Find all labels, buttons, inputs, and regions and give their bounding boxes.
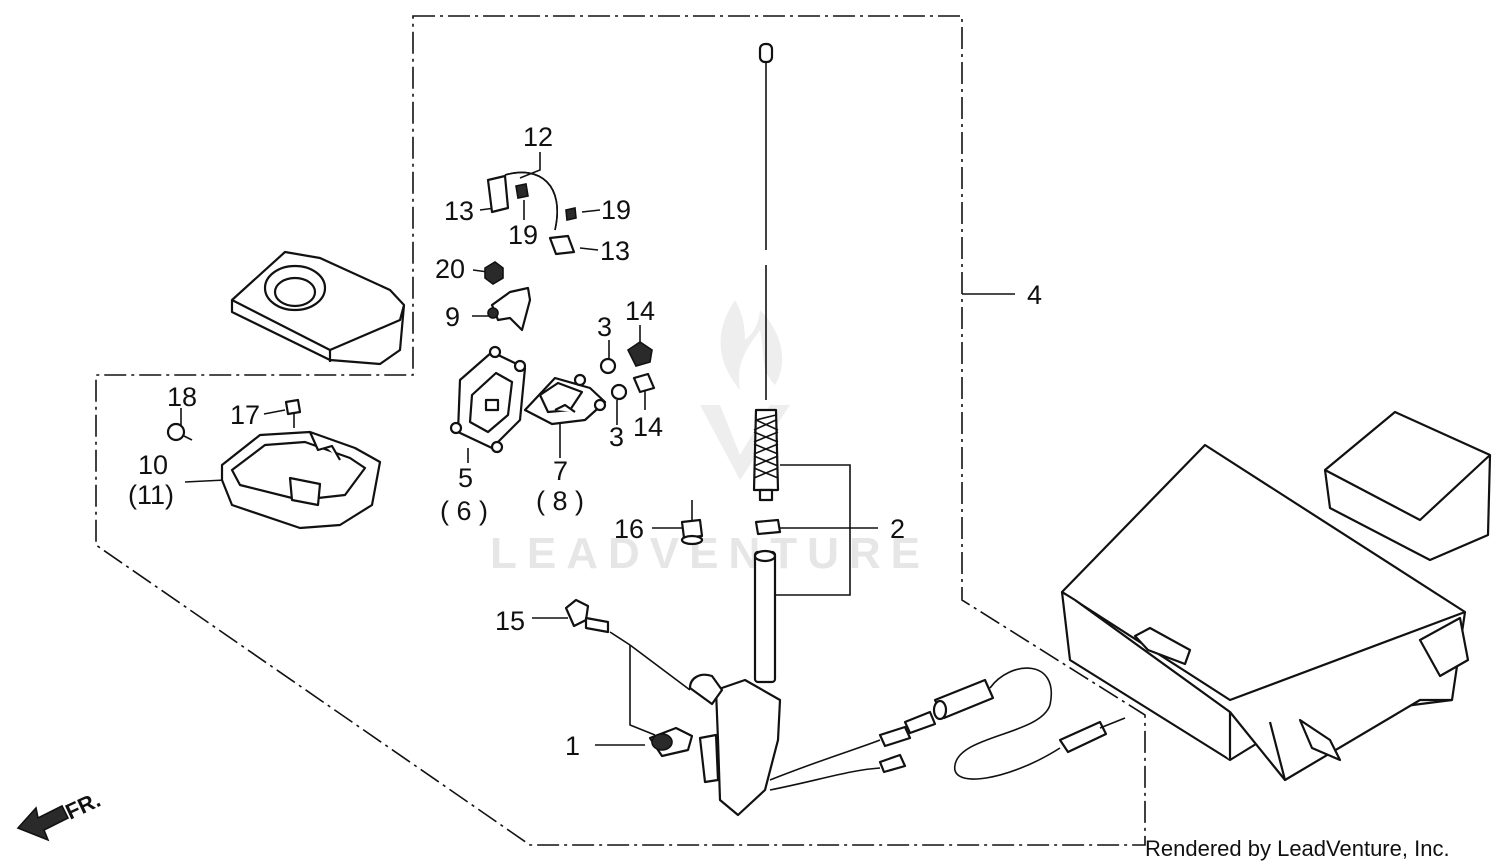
bracket-7-8 (523, 373, 607, 426)
antenna-wiring (769, 667, 1126, 791)
callout-1: 1 (565, 731, 580, 761)
callout-3-lower: 3 (609, 422, 624, 452)
footer-credit: Rendered by LeadVenture, Inc. (1145, 836, 1450, 861)
callout-19-left: 19 (508, 220, 538, 250)
callout-labels: 1 2 3 3 4 5 ( 6 ) 7 ( 8 ) 9 10 (11) 12 1… (128, 122, 1042, 761)
bolt-16 (680, 500, 704, 546)
bolt-15 (564, 598, 610, 634)
callout-19-right: 19 (601, 195, 631, 225)
callout-18: 18 (167, 382, 197, 412)
upper-cover (230, 250, 406, 366)
callout-13-left: 13 (444, 196, 474, 226)
callout-lines (180, 152, 1015, 746)
antenna-base (688, 673, 782, 817)
assembly-boundary (95, 15, 1146, 846)
washers-and-nuts (599, 341, 656, 401)
callout-3-upper: 3 (597, 312, 612, 342)
callout-9: 9 (445, 302, 460, 332)
watermark: LEADVENTURE (490, 300, 930, 578)
callout-7: 7 (553, 456, 568, 486)
nut-and-clamp (484, 261, 532, 332)
lower-cover (220, 430, 382, 530)
callout-8: ( 8 ) (536, 486, 584, 516)
antenna-mast (752, 42, 782, 684)
callout-16: 16 (614, 514, 644, 544)
callout-5: 5 (458, 463, 473, 493)
callout-20: 20 (435, 254, 465, 284)
screws-17-18 (166, 398, 302, 442)
cable-12 (486, 171, 577, 256)
callout-2: 2 (890, 514, 905, 544)
callout-6: ( 6 ) (440, 496, 488, 526)
callout-11: (11) (128, 480, 174, 510)
callout-12: 12 (523, 122, 553, 152)
callout-4: 4 (1027, 280, 1042, 310)
callout-13-right: 13 (600, 236, 630, 266)
callout-10: 10 (138, 450, 168, 480)
callout-17: 17 (230, 400, 260, 430)
front-direction-arrow: FR. (16, 787, 104, 842)
bracket-5-6 (449, 345, 527, 454)
callout-14-lower: 14 (633, 412, 663, 442)
receiver-unit (1060, 410, 1492, 782)
watermark-text: LEADVENTURE (490, 529, 930, 578)
callout-15: 15 (495, 606, 525, 636)
clip-1 (648, 726, 694, 758)
callout-14-upper: 14 (625, 296, 655, 326)
